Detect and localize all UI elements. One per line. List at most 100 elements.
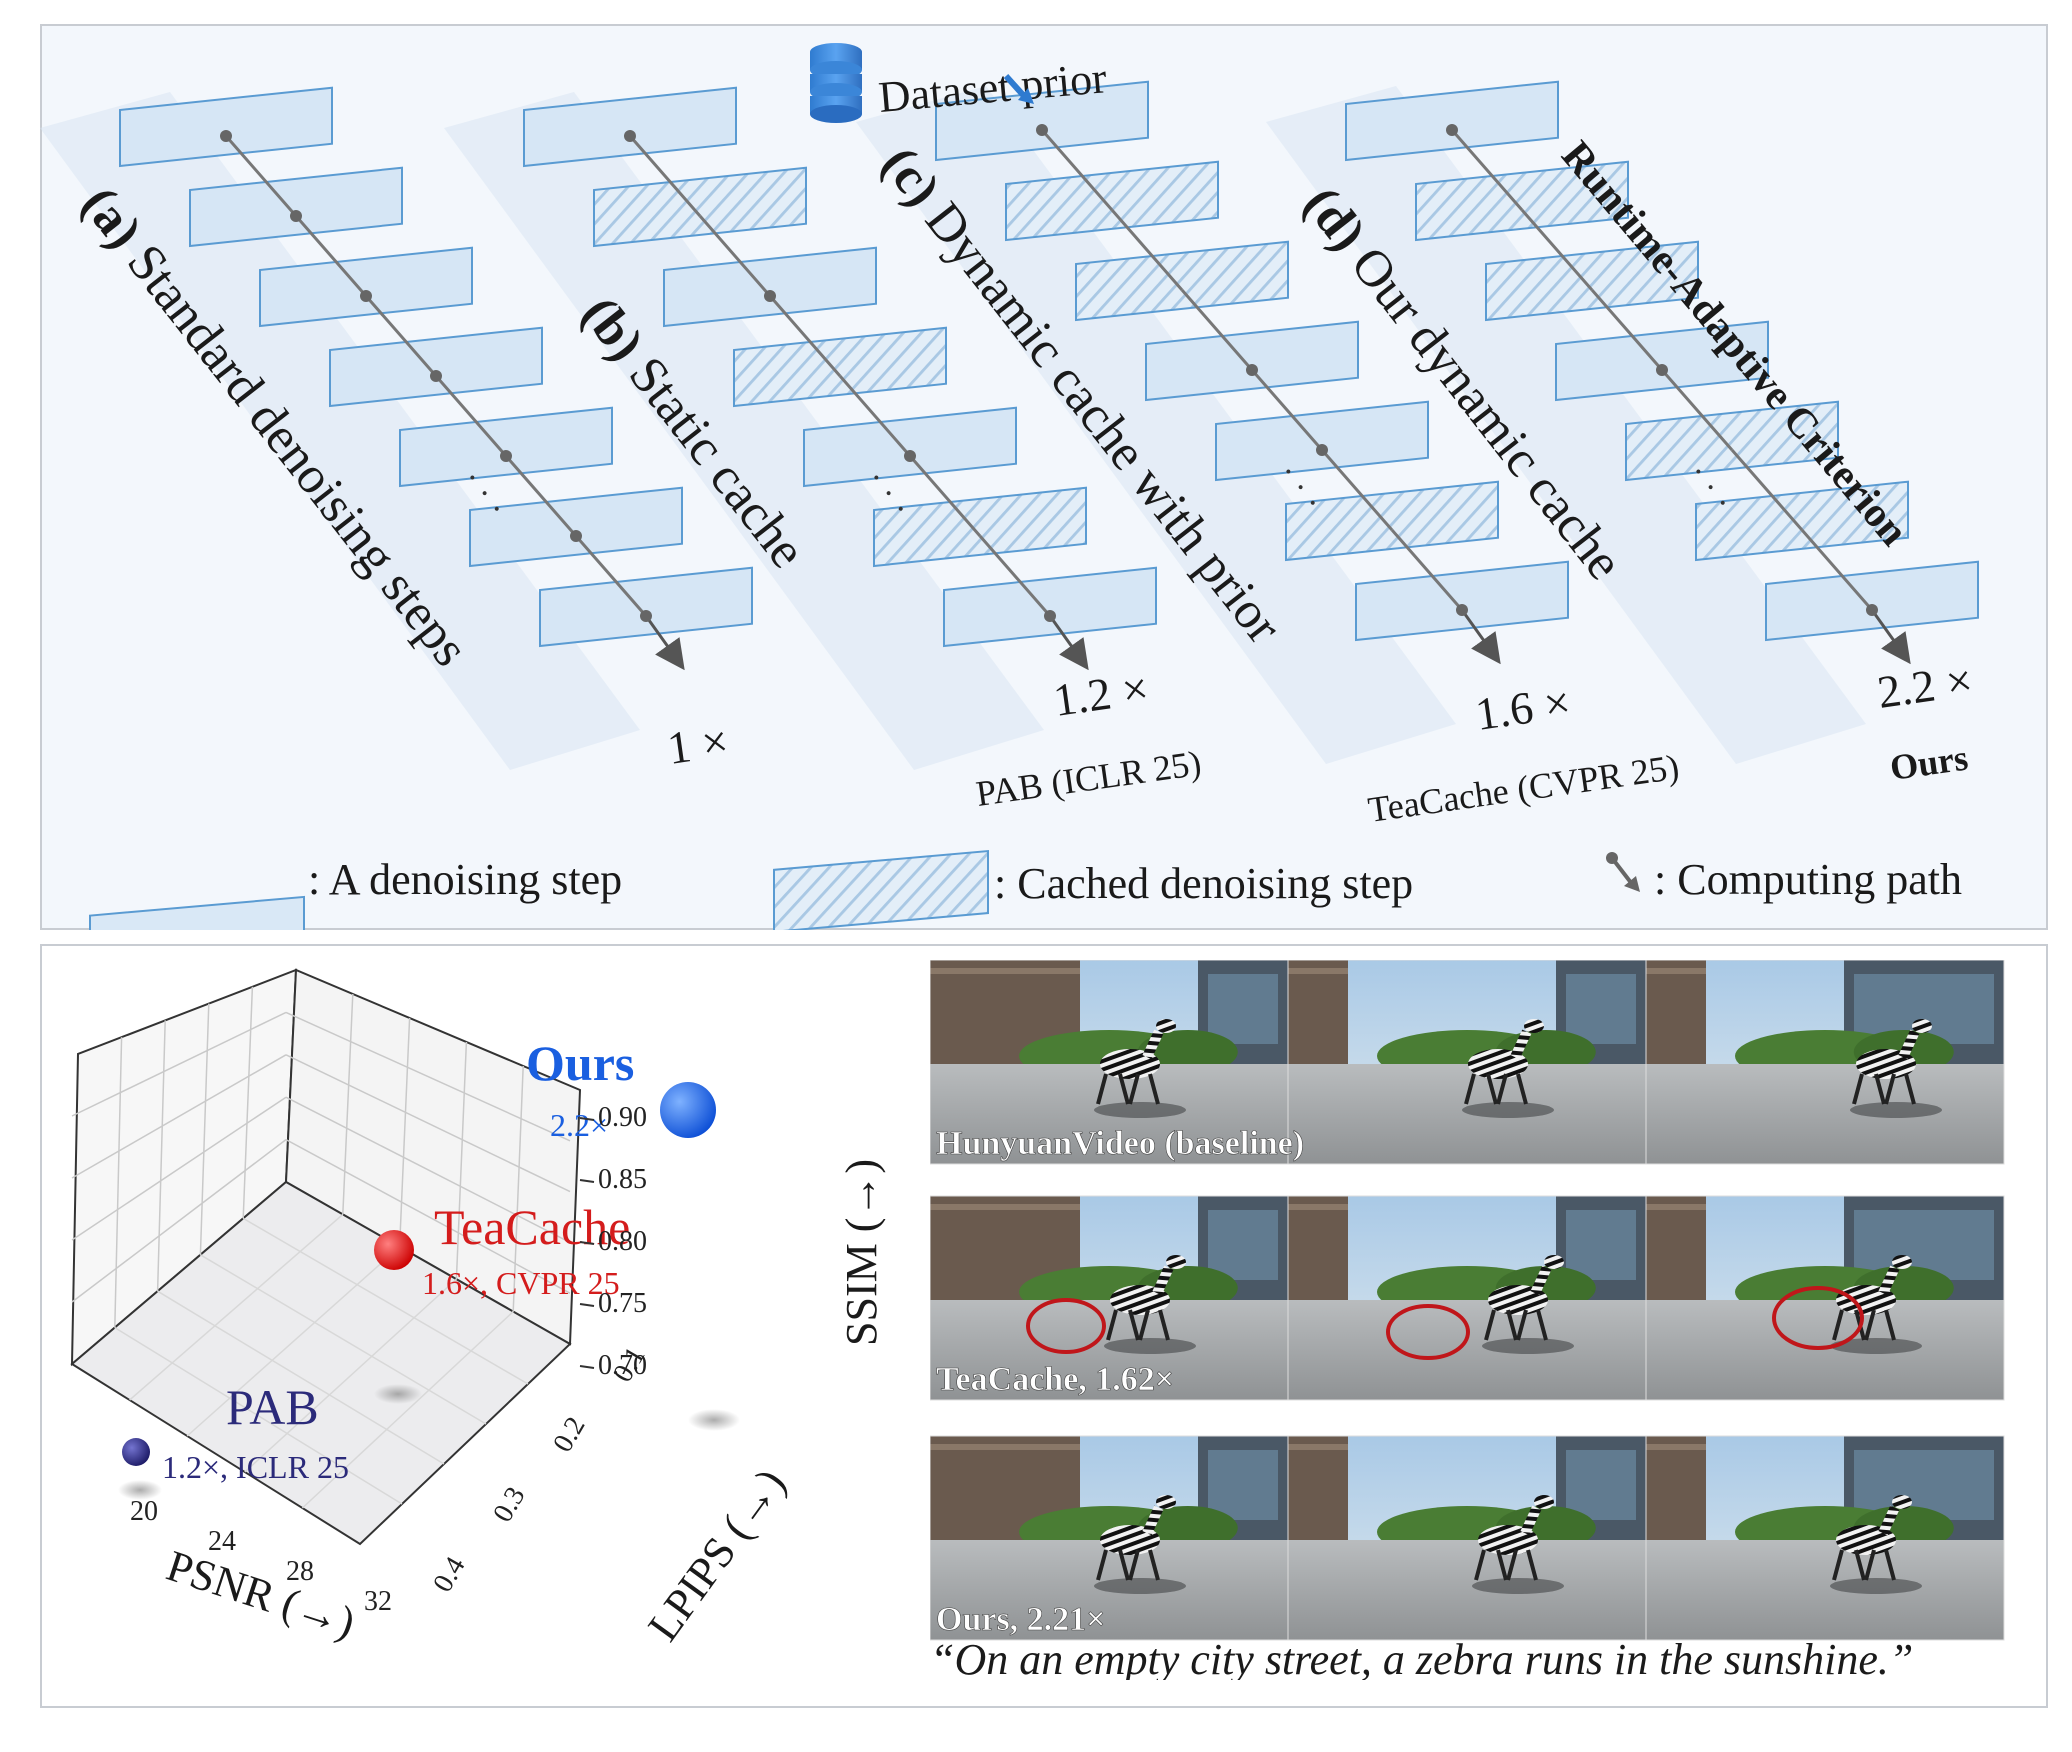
zebra [1830, 1255, 1922, 1354]
z-tick: 0.80 [598, 1226, 647, 1257]
denoising-step [1555, 320, 1769, 402]
video-row-1: TeaCache, 1.62× [930, 1195, 2005, 1401]
artifact-highlight [1026, 1298, 1106, 1354]
z-axis-label: SSIM (→) [837, 1159, 886, 1346]
video-row-2: Ours, 2.21× [930, 1435, 2005, 1641]
shadow-teacache [374, 1384, 422, 1404]
z-tick-mark [579, 1179, 595, 1183]
computing-path [768, 295, 842, 377]
column-plane [444, 92, 1044, 770]
speedup-0: 1 × [664, 715, 731, 774]
grid-line [242, 986, 254, 1219]
video-frame [1287, 960, 1647, 1165]
path-node [904, 450, 916, 462]
point-label-ours: Ours [526, 1035, 634, 1091]
grid-line [398, 1017, 411, 1247]
grid-line [244, 1278, 457, 1473]
grid-line [71, 1011, 287, 1117]
computing-path [1040, 129, 1114, 211]
video-frame [1645, 960, 2005, 1165]
video-frame [1645, 1195, 2005, 1401]
cached-step [1285, 480, 1499, 562]
path-node [570, 530, 582, 542]
grid-line [285, 1011, 571, 1142]
y-tick: 0.3 [487, 1482, 531, 1528]
legend-step-swatch [89, 895, 305, 930]
grid-line [157, 1290, 445, 1465]
zebra [1104, 1255, 1196, 1354]
denoising-diagram: · · ·(a) Standard denoising steps· · ·(b… [40, 24, 2048, 930]
zebra [1830, 1495, 1922, 1594]
video-row-label-1: TeaCache, 1.62× [936, 1361, 1174, 1398]
video-frame [1287, 1435, 1647, 1641]
point-pab [122, 1438, 150, 1466]
computing-path [838, 375, 912, 457]
path-node [1866, 604, 1878, 616]
video-frame [1645, 1435, 2005, 1641]
computing-path [978, 535, 1052, 617]
grid-line [512, 1065, 524, 1312]
grid-line [242, 1217, 529, 1385]
cached-step [873, 486, 1087, 568]
z-tick-mark [579, 1303, 595, 1307]
computing-path [1390, 529, 1464, 611]
computing-path [1180, 289, 1254, 371]
computing-path-end [644, 615, 685, 671]
path-node [1656, 364, 1668, 376]
computing-path [1730, 449, 1804, 531]
denoising-step [803, 406, 1017, 488]
path-node [500, 450, 512, 462]
column-plane [40, 92, 640, 770]
computing-path [1800, 529, 1874, 611]
shadow-ours [688, 1409, 740, 1431]
database-icon [810, 43, 862, 123]
computing-path [224, 135, 298, 217]
grid-line [186, 1246, 401, 1437]
point-label-teacache: TeaCache [434, 1199, 630, 1255]
denoising-step [259, 246, 473, 328]
x-tick: 32 [364, 1586, 392, 1617]
artifact-highlight [1772, 1286, 1864, 1350]
denoising-step [329, 326, 543, 408]
computing-path [1320, 449, 1394, 531]
z-tick-mark [579, 1241, 595, 1245]
computing-path [1520, 209, 1594, 291]
zebra [1472, 1495, 1564, 1594]
artifact-highlight [1386, 1304, 1470, 1360]
z-tick: 0.90 [598, 1102, 647, 1133]
z-tick: 0.85 [598, 1164, 647, 1195]
computing-path [1110, 209, 1184, 291]
point-note-teacache: 1.6×, CVPR 25 [422, 1265, 620, 1301]
video-row-label-0: HunyuanVideo (baseline) [936, 1125, 1304, 1162]
computing-path-end [1870, 609, 1911, 665]
computing-path [1590, 289, 1664, 371]
column-plane [856, 86, 1456, 764]
x-tick: 20 [130, 1496, 158, 1527]
computing-path [364, 295, 438, 377]
y-axis-label: LPIPS (→) [638, 1460, 795, 1650]
computing-path [504, 455, 578, 537]
cube-floor [70, 1180, 572, 1546]
column-plane [1266, 86, 1866, 764]
z-tick: 0.70 [598, 1350, 647, 1381]
dataset-prior-arrow-icon [1003, 73, 1034, 104]
cached-step [1075, 240, 1289, 322]
cached-step [593, 166, 807, 248]
grid-line [129, 1213, 344, 1401]
denoising-step [1765, 560, 1979, 642]
grid-line [285, 1096, 571, 1244]
z-tick-mark [579, 1117, 595, 1121]
path-node [1044, 610, 1056, 622]
grid-line [156, 1020, 166, 1292]
denoising-step [943, 566, 1157, 648]
x-axis-label: PSNR (→) [161, 1541, 361, 1648]
video-frame [930, 1435, 1289, 1641]
point-ours [660, 1082, 716, 1138]
cached-step [1415, 160, 1629, 242]
grid-line [285, 1138, 571, 1294]
denoising-step [1145, 320, 1359, 402]
video-comparison: HunyuanVideo (baseline) TeaCache, 1.62× Ou… [930, 960, 2020, 1680]
computing-path [294, 215, 368, 297]
shadow-pab [118, 1480, 162, 1500]
point-teacache [374, 1230, 414, 1270]
